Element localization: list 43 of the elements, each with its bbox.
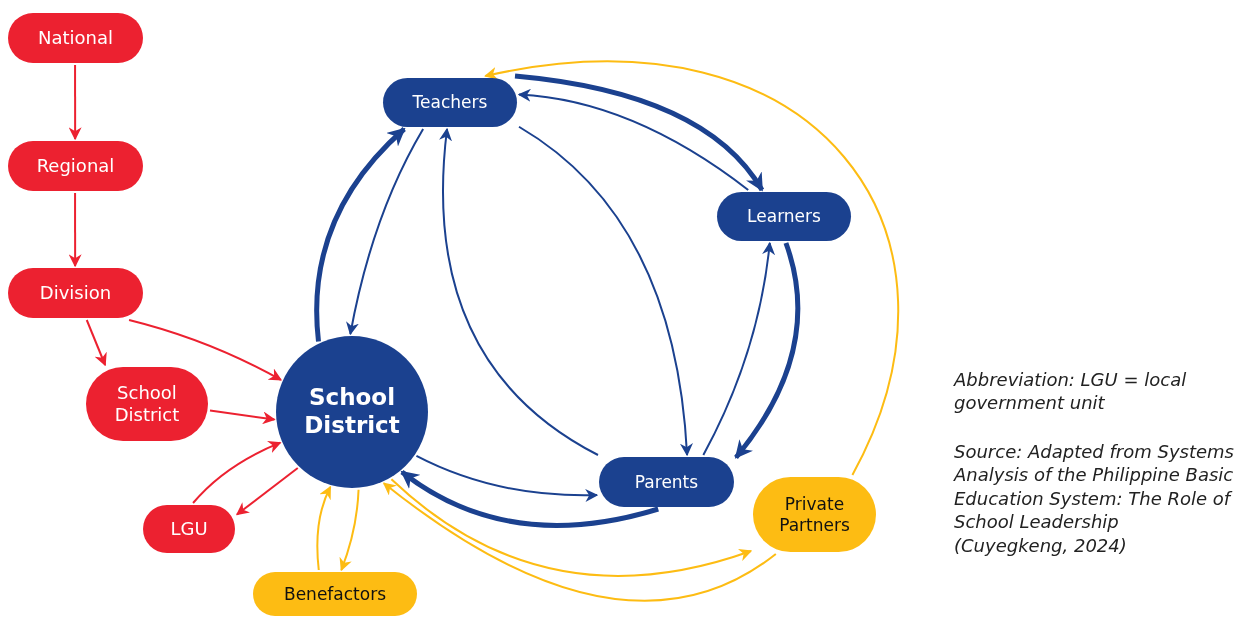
arrow [484, 61, 900, 476]
arrow [85, 319, 107, 367]
arrow [339, 488, 360, 572]
node-label: National [38, 27, 113, 49]
node-label: Division [39, 282, 112, 304]
arrow [382, 482, 777, 602]
process-pill [8, 141, 143, 191]
arrow [390, 478, 753, 577]
arrow [68, 192, 82, 268]
note-text: Abbreviation: LGU = local government unit [954, 368, 1188, 415]
node-label: Benefactors [284, 583, 386, 605]
process-pill [8, 268, 143, 318]
arrow [415, 454, 599, 502]
arrow [68, 64, 82, 141]
process-pill [143, 505, 235, 553]
arrow [517, 89, 750, 191]
node-label: Learners [747, 206, 821, 227]
node-label: Parents [634, 471, 699, 493]
process-pill [717, 192, 851, 241]
node-label: LGU [170, 518, 208, 540]
arrow [439, 127, 599, 456]
arrow [518, 125, 693, 457]
process-pill [383, 78, 517, 127]
process-pill [8, 13, 143, 63]
arrow [235, 467, 299, 516]
arrow [209, 409, 276, 425]
arrow [346, 128, 425, 336]
arrow [192, 441, 282, 504]
arrow [734, 242, 801, 459]
node-label: Regional [36, 155, 115, 177]
arrow [400, 469, 659, 528]
node-label: School District [113, 382, 181, 426]
arrow [702, 241, 775, 456]
note-text: Source: Adapted from Systems Analysis of the Philippine Basic Education System: The Role of School Leadership (Cuyegkeng, 2024) [954, 440, 1234, 557]
arrow [128, 319, 283, 381]
process-pill [253, 572, 417, 616]
node-label: Private Partners [778, 494, 851, 535]
node-label: Teachers [412, 92, 488, 113]
process-pill [599, 457, 734, 507]
arrow [316, 485, 332, 571]
arrow [514, 73, 765, 192]
node-label: School District [303, 384, 401, 440]
arrow [314, 127, 406, 342]
